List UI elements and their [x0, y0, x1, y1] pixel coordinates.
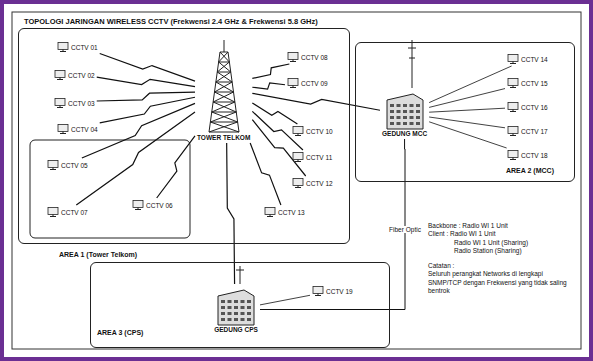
- computer-icon: [54, 70, 66, 80]
- wireless-link: [252, 120, 305, 176]
- cctv-client: CCTV 05: [46, 159, 89, 171]
- building-icon: [214, 286, 258, 326]
- wireless-link: [429, 117, 505, 128]
- computer-icon: [507, 102, 519, 112]
- wireless-link: [252, 111, 303, 150]
- wireless-link: [429, 122, 507, 148]
- area-label: AREA 2 (MCC): [506, 167, 554, 175]
- cctv-label: CCTV 07: [61, 209, 88, 216]
- cctv-client: CCTV 14: [506, 53, 549, 65]
- cctv-client: CCTV 04: [56, 123, 99, 135]
- cctv-client: CCTV 19: [311, 285, 354, 297]
- cctv-label: CCTV 06: [146, 202, 173, 209]
- cctv-label: CCTV 13: [278, 209, 305, 216]
- cctv-client: CCTV 01: [56, 41, 99, 53]
- diagram-title: TOPOLOGI JARINGAN WIRELESS CCTV (Frekwen…: [24, 17, 318, 26]
- computer-icon: [264, 207, 276, 217]
- note-text: Seluruh perangkat Networks di lengkapi S…: [428, 270, 573, 295]
- area-region: AREA 2 (MCC) GEDUNG MCC CCTV 14 CCTV 15 CCTV…: [355, 42, 575, 182]
- cctv-client: CCTV 03: [53, 97, 96, 109]
- computer-icon: [287, 52, 299, 62]
- note-text: Radio Station (Sharing): [428, 247, 573, 255]
- node-label: GEDUNG MCC: [382, 130, 427, 137]
- note-text: Client : Radio WI 1 Unit: [428, 230, 573, 238]
- computer-icon: [57, 124, 69, 134]
- cctv-client: CCTV 06: [131, 199, 174, 211]
- tower-node: TOWER TELKOM: [196, 37, 251, 142]
- node-label: TOWER TELKOM: [197, 134, 250, 141]
- wireless-link: [252, 83, 285, 89]
- building-icon: [383, 90, 427, 130]
- cctv-label: CCTV 16: [521, 104, 548, 111]
- building-node: GEDUNG MCC: [381, 89, 428, 138]
- cctv-label: CCTV 05: [61, 162, 88, 169]
- computer-icon: [312, 286, 324, 296]
- wireless-link: [252, 103, 297, 124]
- cctv-label: CCTV 04: [71, 126, 98, 133]
- cctv-client: CCTV 13: [263, 206, 306, 218]
- area-label: AREA 3 (CPS): [97, 329, 143, 337]
- computer-icon: [57, 42, 69, 52]
- fiber-link: [260, 139, 405, 310]
- building-node: GEDUNG CPS: [213, 285, 259, 334]
- wireless-link: [97, 77, 195, 87]
- cctv-client: CCTV 10: [291, 125, 334, 137]
- note-text: Catatan :: [428, 262, 573, 270]
- computer-icon: [292, 178, 304, 188]
- cctv-label: CCTV 11: [306, 154, 332, 161]
- computer-icon: [507, 150, 519, 160]
- cctv-label: CCTV 03: [68, 100, 95, 107]
- computer-icon: [47, 207, 59, 217]
- computer-icon: [507, 54, 519, 64]
- computer-icon: [507, 126, 519, 136]
- cctv-client: CCTV 17: [506, 125, 549, 137]
- note-text: Backbone : Radio WI 1 Unit: [428, 222, 573, 230]
- cctv-label: CCTV 01: [71, 44, 98, 51]
- wireless-link: [260, 295, 310, 305]
- notes-block: Backbone : Radio WI 1 UnitClient : Radio…: [428, 222, 573, 296]
- node-label: GEDUNG CPS: [214, 326, 258, 333]
- cctv-label: CCTV 10: [306, 128, 333, 135]
- area-region: AREA 3 (CPS) GEDUNG CPS CCTV 19: [90, 262, 390, 348]
- cctv-label: CCTV 15: [521, 80, 548, 87]
- computer-icon: [507, 78, 519, 88]
- wireless-link: [252, 93, 380, 110]
- cctv-client: CCTV 18: [506, 149, 549, 161]
- cctv-client: CCTV 02: [53, 69, 96, 81]
- computer-icon: [54, 98, 66, 108]
- area-label: AREA 1 (Tower Telkom): [59, 251, 137, 259]
- cctv-client: CCTV 11: [291, 151, 333, 163]
- computer-icon: [292, 152, 304, 162]
- computer-icon: [132, 200, 144, 210]
- cctv-client: CCTV 12: [291, 177, 334, 189]
- cctv-label: CCTV 17: [521, 128, 548, 135]
- computer-icon: [292, 126, 304, 136]
- area-region: AREA 1 (Tower Telkom)TOWER TELKOMCCTV 01…: [18, 28, 350, 244]
- cctv-client: CCTV 08: [286, 51, 329, 63]
- cctv-label: CCTV 09: [301, 80, 328, 87]
- computer-icon: [47, 160, 59, 170]
- cctv-label: CCTV 12: [306, 180, 333, 187]
- wireless-link: [100, 53, 195, 81]
- wireless-link: [429, 108, 505, 112]
- wireless-link: [157, 136, 195, 198]
- wireless-link: [100, 97, 195, 123]
- cctv-client: CCTV 15: [506, 77, 549, 89]
- wireless-link: [250, 143, 281, 205]
- cctv-label: CCTV 19: [326, 288, 353, 295]
- cctv-client: CCTV 09: [286, 77, 329, 89]
- cctv-label: CCTV 14: [521, 56, 548, 63]
- cctv-client: CCTV 07: [46, 206, 89, 218]
- cctv-label: CCTV 02: [68, 72, 95, 79]
- cctv-client: CCTV 16: [506, 101, 549, 113]
- wireless-link: [82, 103, 195, 158]
- computer-icon: [287, 78, 299, 88]
- wireless-link: [252, 64, 289, 78]
- note-text: Radio WI 1 Unit (Sharing): [428, 239, 573, 247]
- edge-label: Fiber Optic: [387, 226, 423, 233]
- wireless-link: [429, 89, 505, 108]
- tower-icon: [199, 38, 249, 134]
- cctv-label: CCTV 18: [521, 152, 548, 159]
- cctv-label: CCTV 08: [301, 54, 328, 61]
